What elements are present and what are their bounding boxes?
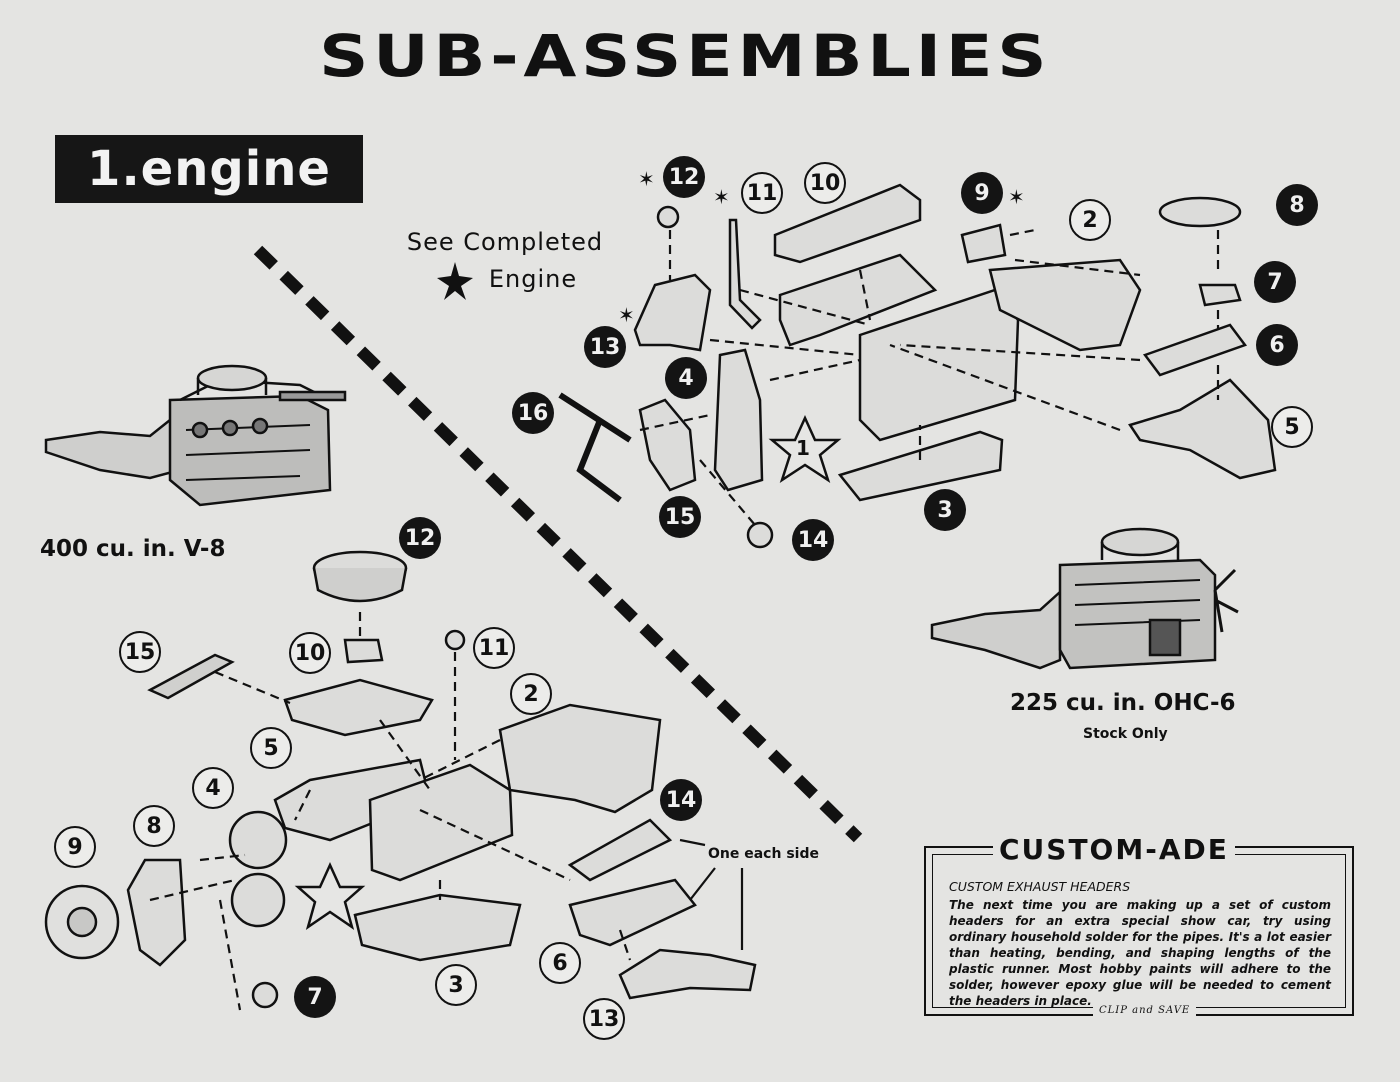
part-number-badge: 7: [294, 976, 336, 1018]
part-number-badge: 5: [250, 727, 292, 769]
asterisk-icon: [437, 262, 473, 300]
part-number-badge: 10: [804, 162, 846, 204]
note-line-2: Engine: [488, 265, 578, 293]
part-number-badge: 11: [741, 172, 783, 214]
v8-leader-lines: [149, 612, 632, 1011]
part-number-badge: 13: [584, 326, 626, 368]
part-number-badge: 4: [192, 767, 234, 809]
part-number-badge: 5: [1271, 406, 1313, 448]
ohc6-complete-engine: [930, 527, 1239, 670]
v8-exploded-parts: [44, 550, 757, 1009]
part-number-badge: 8: [133, 805, 175, 847]
v8-complete-engine: [44, 364, 347, 507]
svg-text:✶: ✶: [638, 167, 655, 191]
part-number-badge: 3: [435, 964, 477, 1006]
part-number-badge: 9: [961, 172, 1003, 214]
custom-ade-box: CUSTOM-ADE CUSTOM EXHAUST HEADERS The ne…: [924, 833, 1354, 1016]
ohc6-caption: 225 cu. in. OHC-6: [1010, 690, 1236, 716]
part-number-badge: 3: [924, 489, 966, 531]
part-number-badge: 12: [399, 517, 441, 559]
v8-callout: One each side: [708, 846, 819, 862]
custom-ade-heading: CUSTOM EXHAUST HEADERS: [949, 879, 1131, 894]
svg-text:✶: ✶: [1008, 185, 1025, 209]
part-number-badge: 15: [659, 496, 701, 538]
section-tab: 1.engine: [55, 135, 363, 203]
part-number-badge: 7: [1254, 261, 1296, 303]
part-number-badge: 14: [660, 779, 702, 821]
custom-ade-title: CUSTOM-ADE: [993, 833, 1235, 866]
ohc6-subcaption: Stock Only: [1083, 726, 1168, 742]
part-number-badge: 2: [1069, 199, 1111, 241]
svg-text:✶: ✶: [618, 303, 635, 327]
svg-text:✶: ✶: [713, 185, 730, 209]
part-number-badge: 9: [54, 826, 96, 868]
part-number-badge: 14: [792, 519, 834, 561]
part-number-badge: 16: [512, 392, 554, 434]
ohc6-exploded-parts: [558, 183, 1277, 549]
part-number-badge: 6: [1256, 324, 1298, 366]
part-number-badge: 11: [473, 627, 515, 669]
page-title: SUB-ASSEMBLIES: [319, 22, 1052, 90]
part-number-badge: 13: [583, 998, 625, 1040]
custom-ade-body: The next time you are making up a set of…: [949, 898, 1331, 1008]
part-number-badge: 15: [119, 631, 161, 673]
part-number-badge: 10: [289, 632, 331, 674]
part-number-badge: 8: [1276, 184, 1318, 226]
part-number-badge: 2: [510, 673, 552, 715]
part-number-badge: 12: [663, 156, 705, 198]
part-number-badge: 6: [539, 942, 581, 984]
custom-ade-footer: CLIP and SAVE: [1093, 1005, 1197, 1016]
custom-ade-inner-border: CUSTOM-ADE CUSTOM EXHAUST HEADERS The ne…: [932, 833, 1346, 1016]
divider-line: [253, 245, 863, 843]
v8-caption: 400 cu. in. V-8: [40, 536, 226, 562]
asterisk-icon: ✶ ✶ ✶ ✶: [618, 167, 1025, 327]
ohc6-leader-lines: [639, 228, 1220, 526]
part-number-badge: 4: [665, 357, 707, 399]
v8-callout-arrows: [679, 838, 744, 950]
note-line-1: See Completed: [406, 228, 604, 256]
v8-star-icon: [294, 861, 366, 930]
ohc6-star-icon: [768, 414, 842, 483]
ohc6-star-number: 1: [796, 436, 810, 460]
